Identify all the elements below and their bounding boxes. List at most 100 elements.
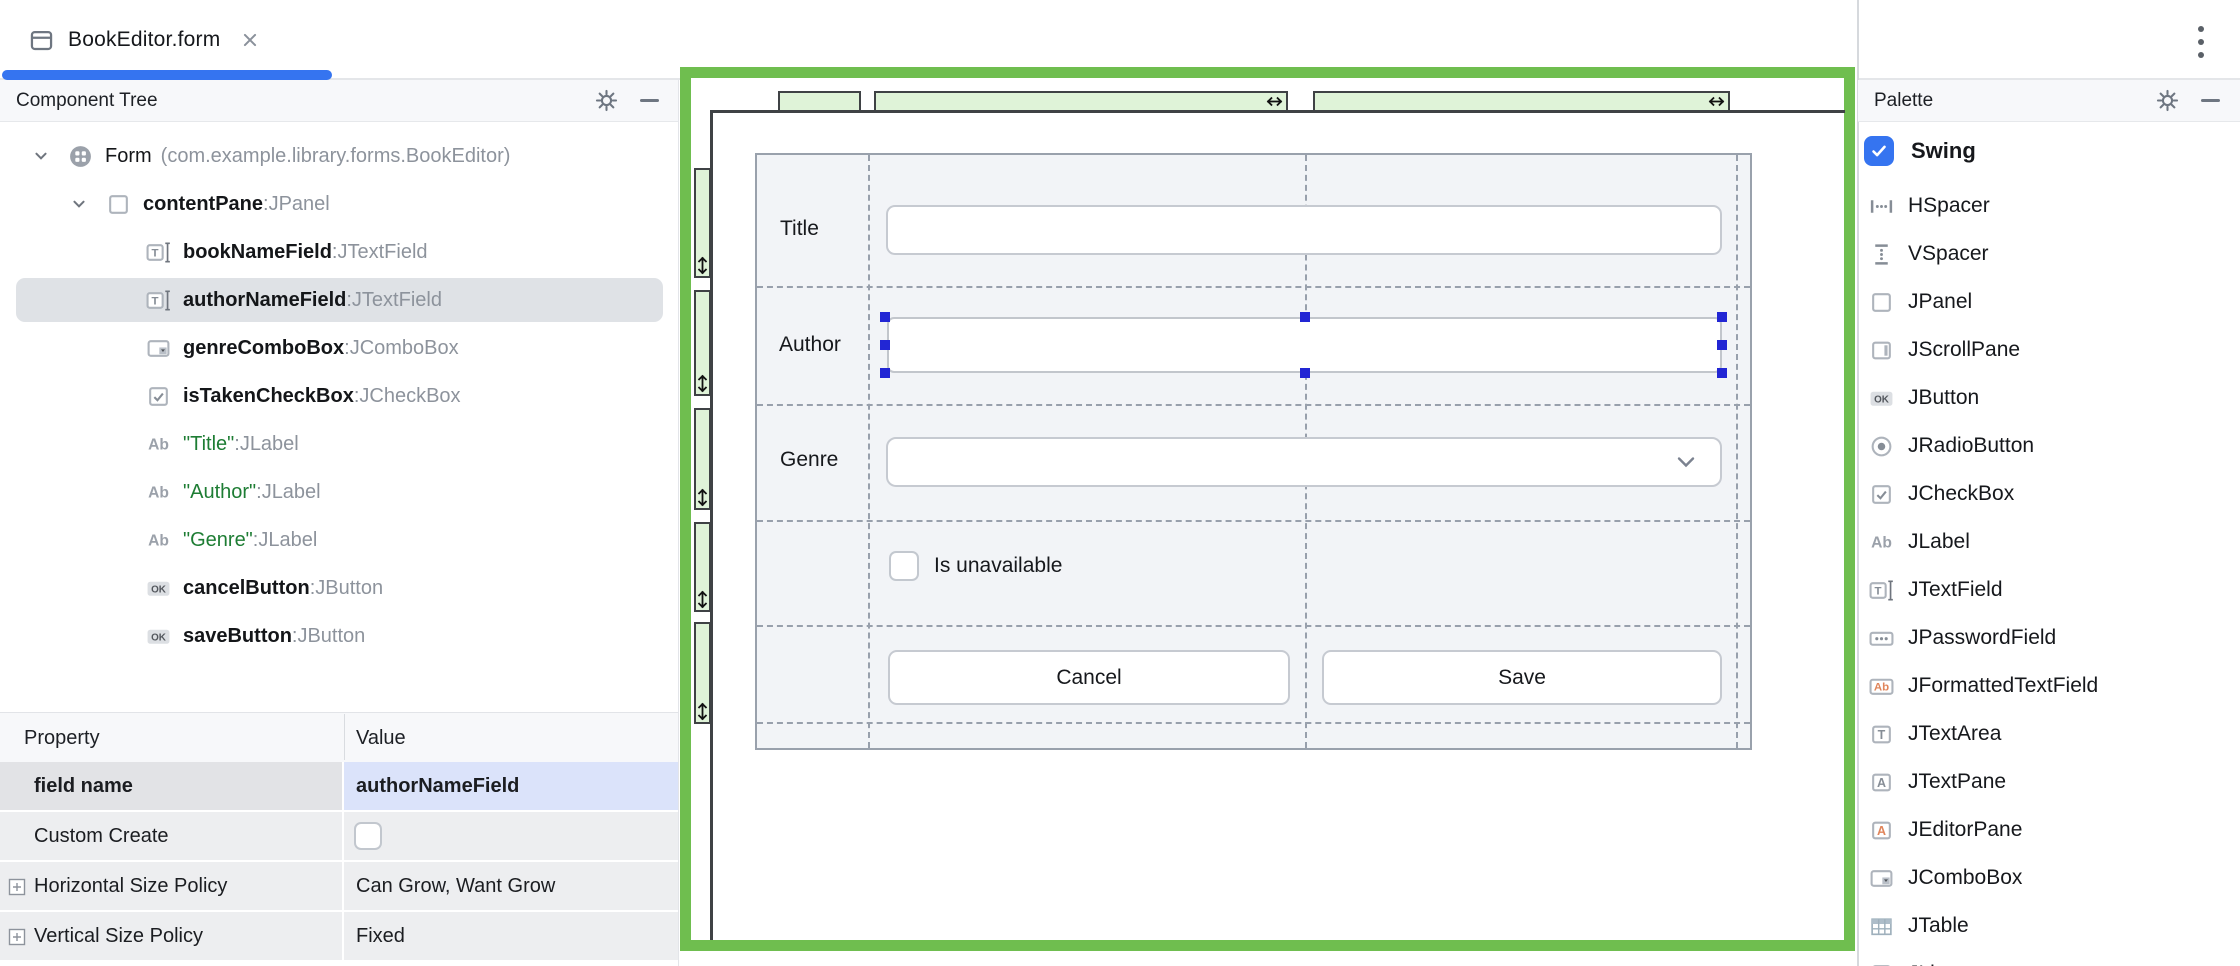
textarea-icon: T [1869, 722, 1894, 747]
row-header-bar[interactable] [694, 168, 711, 278]
row-header-bar[interactable] [694, 622, 711, 724]
title-label[interactable]: Title [780, 217, 819, 240]
palette-item-jlist[interactable]: JList [1858, 950, 2240, 966]
chevron-down-icon [1674, 453, 1698, 471]
checked-checkbox-icon[interactable] [1864, 136, 1894, 166]
tree-row-contentPane[interactable]: contentPane : JPanel [16, 182, 663, 226]
svg-text:Ab: Ab [1871, 534, 1892, 551]
palette-item-label: JTextArea [1908, 722, 2002, 745]
tree-row-genreComboBox[interactable]: genreComboBox : JComboBox [16, 326, 663, 370]
palette-item-label: JTextPane [1908, 770, 2007, 793]
selection-handle[interactable] [1717, 340, 1727, 350]
property-name: Horizontal Size Policy [34, 874, 228, 897]
tree-row-form[interactable]: Form(com.example.library.forms.BookEdito… [16, 134, 663, 178]
column-header-bar[interactable] [1313, 91, 1730, 112]
resize-vertical-icon [696, 374, 709, 393]
selection-handle[interactable] [880, 368, 890, 378]
cancel-button[interactable]: Cancel [888, 650, 1290, 705]
svg-text:OK: OK [1874, 394, 1890, 405]
row-header-bar[interactable] [694, 408, 711, 510]
grid-line [868, 155, 870, 748]
palette-item-hspacer[interactable]: HSpacer [1858, 182, 2240, 230]
palette-item-jscrollpane[interactable]: JScrollPane [1858, 326, 2240, 374]
is-unavailable-checkbox[interactable] [889, 551, 919, 581]
property-table-divider [344, 714, 345, 760]
combobox-icon [146, 336, 171, 361]
row-header-bar[interactable] [694, 522, 711, 612]
selection-handle[interactable] [1300, 312, 1310, 322]
tree-item-separator: : [331, 240, 338, 263]
genre-combobox[interactable] [886, 437, 1722, 487]
gear-icon[interactable] [593, 87, 620, 114]
tree-row-titleLabel[interactable]: Ab"Title" : JLabel [16, 422, 663, 466]
selection-handle[interactable] [1300, 368, 1310, 378]
palette-item-vspacer[interactable]: VSpacer [1858, 230, 2240, 278]
kebab-menu-icon[interactable] [2186, 20, 2216, 64]
chevron-down-icon[interactable] [30, 145, 52, 167]
grid-line [1736, 155, 1738, 748]
checkbox-icon [1869, 482, 1894, 507]
property-row-custom-create[interactable]: Custom Create [0, 812, 679, 862]
palette-group-swing[interactable]: Swing [1858, 126, 2240, 176]
title-field[interactable] [886, 205, 1722, 255]
expand-icon[interactable] [8, 928, 26, 952]
button-icon: OK [146, 576, 171, 601]
tree-item-separator: : [252, 528, 259, 551]
unchecked-checkbox-icon[interactable] [354, 822, 382, 850]
palette-item-jpanel[interactable]: JPanel [1858, 278, 2240, 326]
tree-row-authorLabel[interactable]: Ab"Author" : JLabel [16, 470, 663, 514]
label-icon: Ab [1869, 530, 1894, 555]
palette-item-jcombobox[interactable]: JComboBox [1858, 854, 2240, 902]
column-header-bar[interactable] [778, 91, 861, 112]
gear-icon[interactable] [2154, 87, 2181, 114]
button-icon: OK [146, 624, 171, 649]
palette-item-jcheckbox[interactable]: JCheckBox [1858, 470, 2240, 518]
tab-bookeditor-form[interactable]: BookEditor.form [28, 12, 259, 68]
author-label[interactable]: Author [779, 333, 841, 356]
chevron-down-icon[interactable] [68, 193, 90, 215]
column-header-bar[interactable] [874, 91, 1288, 112]
minus-icon[interactable] [640, 99, 659, 102]
formattedtextfield-icon: Ab [1869, 674, 1894, 699]
svg-text:T: T [1874, 585, 1881, 597]
form-icon [68, 144, 93, 169]
selection-handle[interactable] [880, 312, 890, 322]
close-icon[interactable] [241, 31, 259, 49]
tree-item-separator: : [291, 624, 298, 647]
panel-icon [106, 192, 131, 217]
tree-item-separator: : [309, 576, 316, 599]
tree-item-type: JPanel [268, 192, 330, 215]
selection-handle[interactable] [1717, 368, 1727, 378]
passwordfield-icon [1869, 626, 1894, 651]
tree-row-isTakenCheckBox[interactable]: isTakenCheckBox : JCheckBox [16, 374, 663, 418]
genre-label[interactable]: Genre [780, 448, 839, 471]
selection-handle[interactable] [1717, 312, 1727, 322]
palette-item-jradiobutton[interactable]: JRadioButton [1858, 422, 2240, 470]
expand-icon[interactable] [8, 878, 26, 902]
save-button[interactable]: Save [1322, 650, 1722, 705]
is-unavailable-label[interactable]: Is unavailable [934, 554, 1063, 577]
tree-row-genreLabel[interactable]: Ab"Genre" : JLabel [16, 518, 663, 562]
minus-icon[interactable] [2201, 99, 2220, 102]
author-field-selected[interactable] [887, 317, 1722, 373]
tab-bar-border [0, 78, 680, 80]
palette-item-jtextarea[interactable]: T JTextArea [1858, 710, 2240, 758]
palette-item-jtable[interactable]: JTable [1858, 902, 2240, 950]
row-header-bar[interactable] [694, 290, 711, 396]
selection-handle[interactable] [880, 340, 890, 350]
property-name: Custom Create [34, 824, 169, 847]
palette-item-jpasswordfield[interactable]: JPasswordField [1858, 614, 2240, 662]
